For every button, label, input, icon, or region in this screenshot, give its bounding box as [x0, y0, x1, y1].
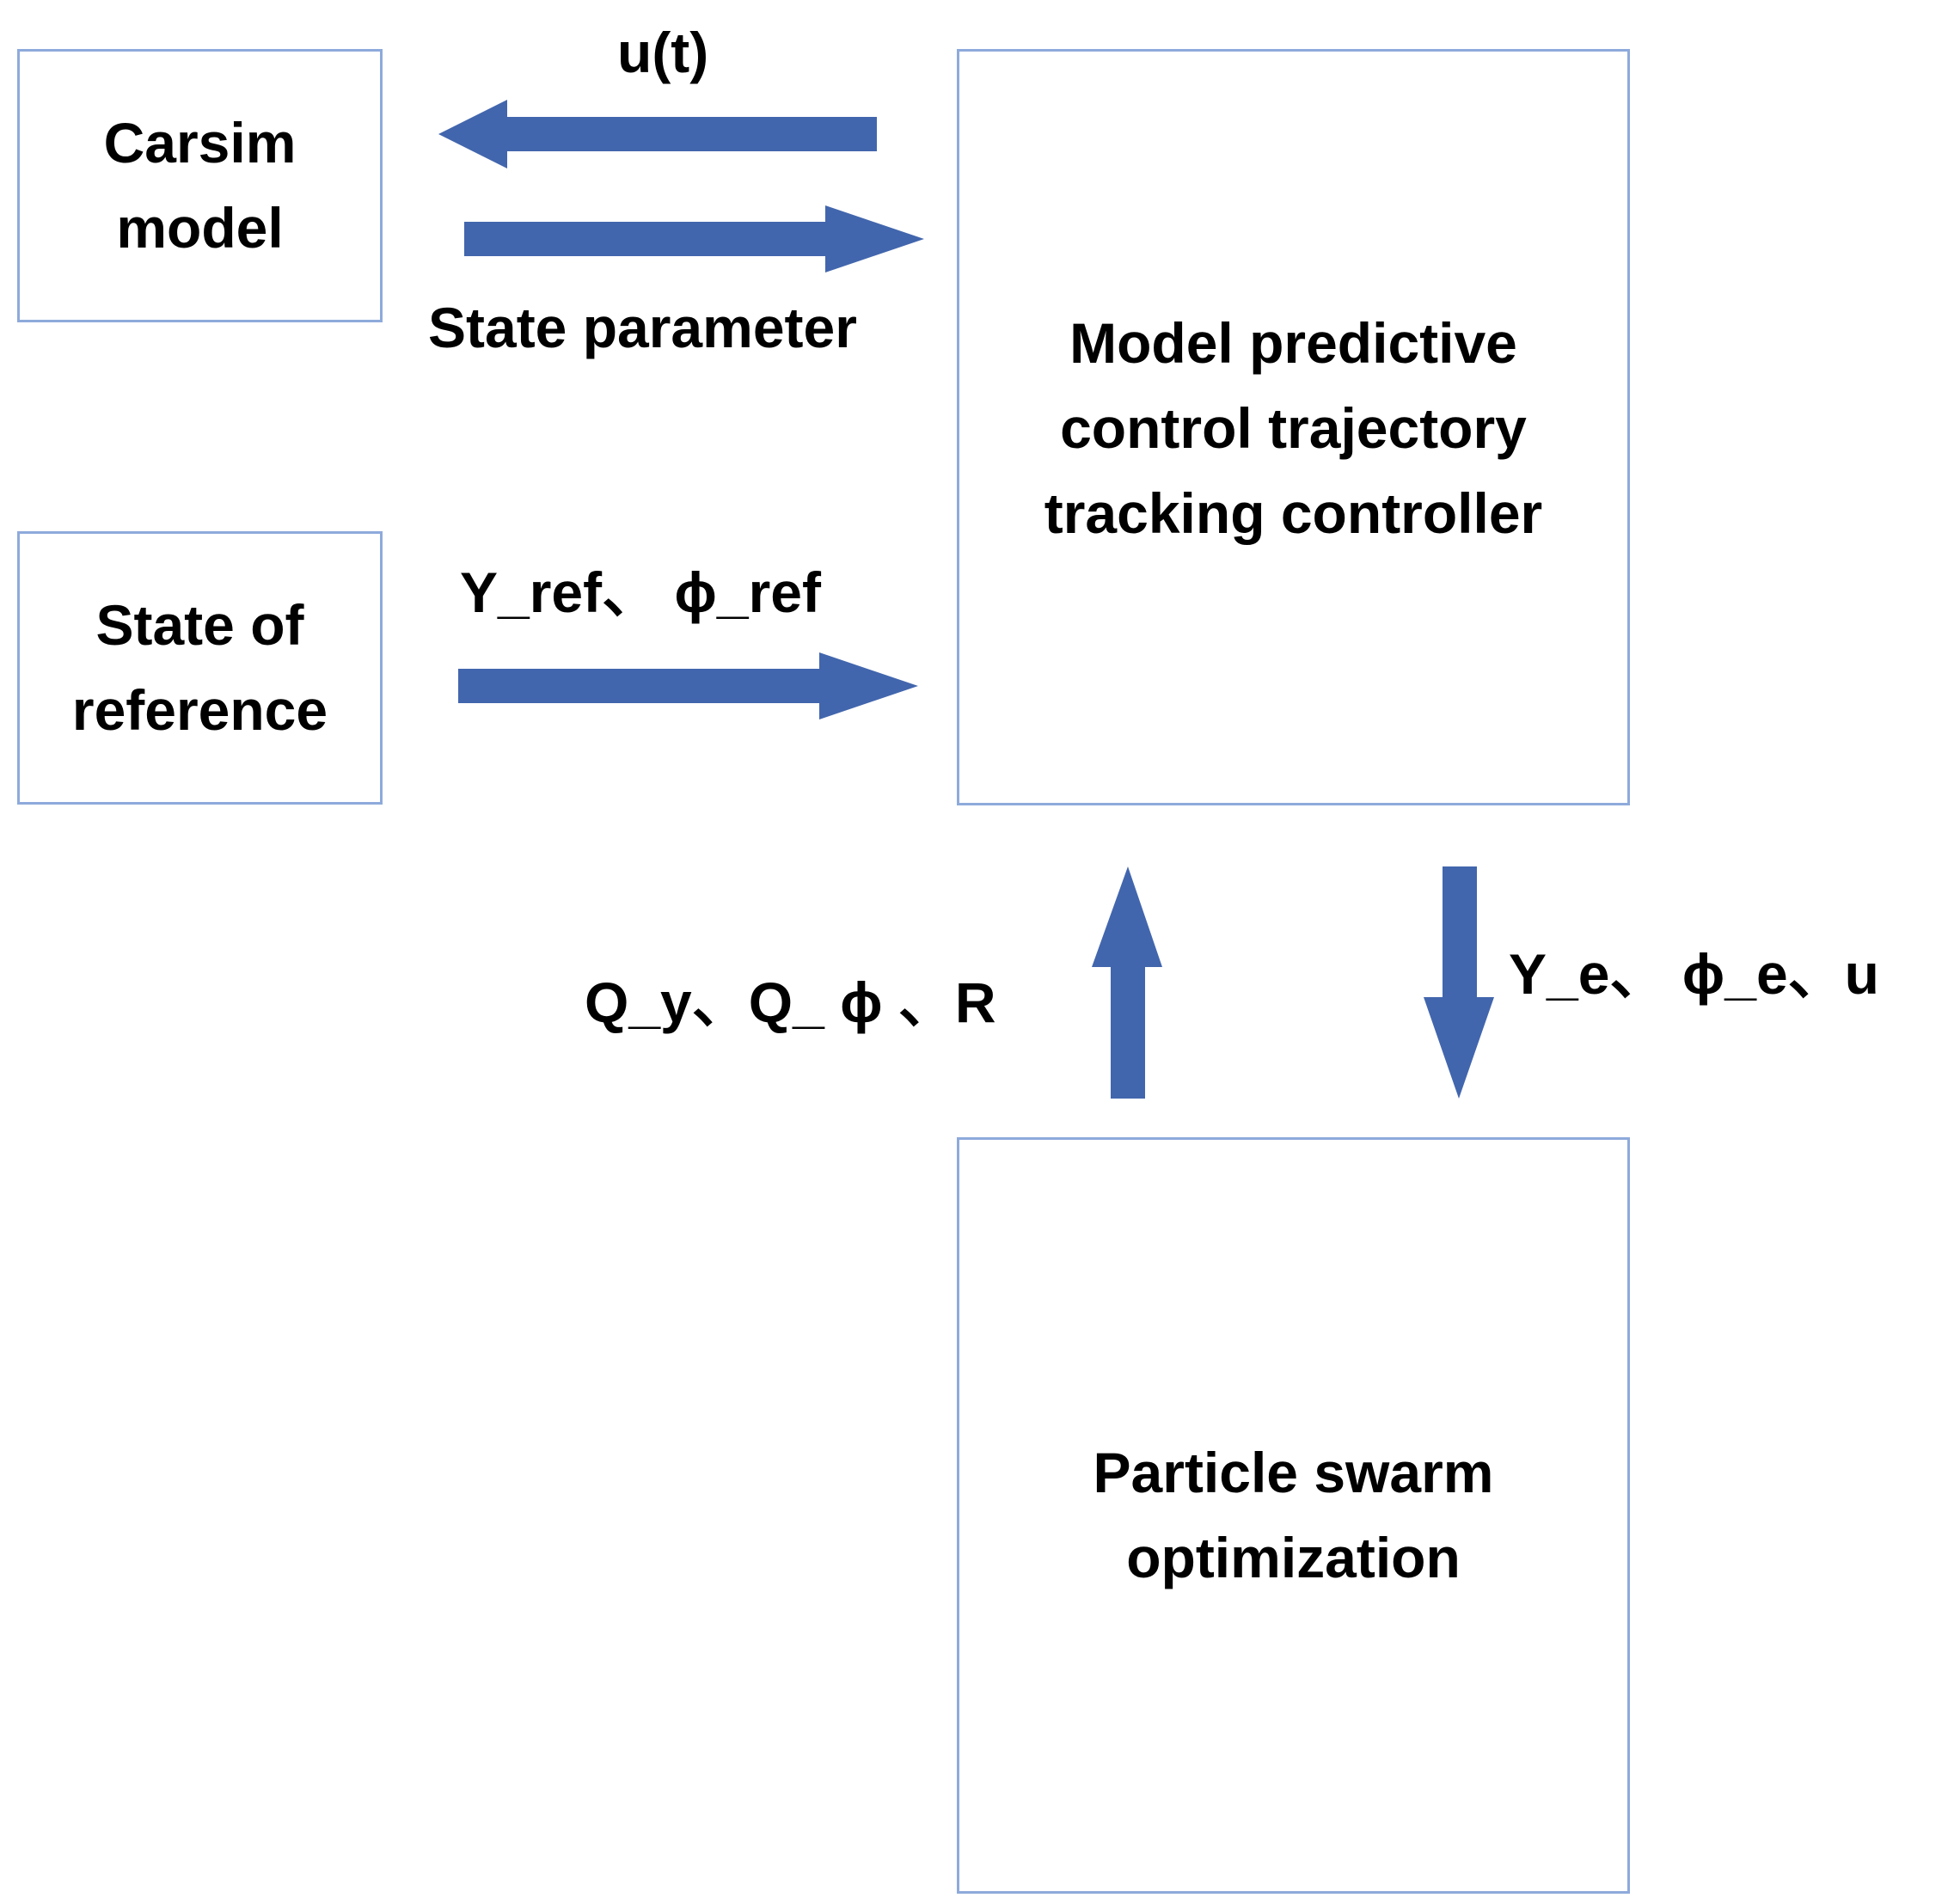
- state-of-reference-box: State of reference: [17, 531, 383, 805]
- arrow-mpc-to-pso: [1424, 866, 1494, 1099]
- label-errors: Y_e、 ϕ_e、u: [1509, 942, 1879, 1006]
- label-state-parameter: State parameter: [428, 296, 857, 359]
- pso-box: Particle swarm optimization: [957, 1137, 1630, 1894]
- state-of-reference-text: State of reference: [71, 593, 328, 742]
- label-q-weights: Q_y、Q_ ϕ 、R: [585, 970, 996, 1034]
- mpc-controller-text: Model predictive control trajectory trac…: [1044, 311, 1543, 545]
- arrow-reference-to-mpc: [458, 652, 918, 719]
- pso-text: Particle swarm optimization: [1093, 1441, 1494, 1589]
- carsim-model-box: Carsim model: [17, 49, 383, 322]
- carsim-model-text: Carsim model: [103, 111, 297, 260]
- arrow-pso-to-mpc: [1092, 866, 1162, 1099]
- arrow-carsim-to-mpc: [464, 205, 924, 272]
- mpc-controller-box: Model predictive control trajectory trac…: [957, 49, 1630, 805]
- label-y-ref-phi-ref: Y_ref、 ϕ_ref: [460, 560, 821, 624]
- arrow-mpc-to-carsim: [438, 100, 877, 168]
- label-u-t: u(t): [617, 21, 709, 84]
